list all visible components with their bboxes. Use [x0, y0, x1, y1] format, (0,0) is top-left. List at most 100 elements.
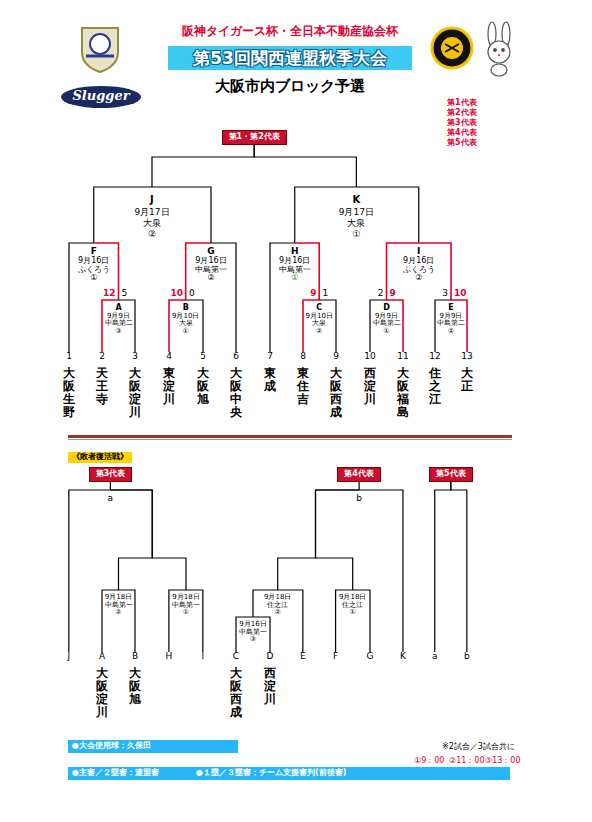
node-text: ①: [78, 274, 110, 283]
node-text: 12: [429, 352, 441, 362]
match-label: G9月16日中島第一②: [195, 243, 227, 283]
node-text: 9月17日: [339, 207, 374, 218]
block-name: 大阪市内ブロック予選: [215, 78, 365, 95]
node-text: 大泉: [134, 218, 169, 229]
node-text: E: [437, 304, 465, 313]
team-entry: 13大正: [461, 352, 473, 393]
node-text: 中島第一: [172, 602, 200, 610]
bracket-letter: a: [108, 490, 114, 504]
note: ※2試合／3試合共に: [442, 742, 515, 751]
node-text: ①: [279, 274, 311, 283]
representative-key: 第2代表: [447, 108, 477, 117]
info-band: ●主審／２塁審：連盟審●１塁／３塁審：チーム支援審判(前後審): [68, 767, 510, 780]
team-entry: 1 大阪生野: [63, 352, 75, 420]
node-text: 9: [330, 352, 342, 362]
node-text: 9月9日: [437, 313, 465, 321]
node-text: B: [129, 652, 141, 662]
node-text: G: [367, 652, 374, 662]
node-text: D: [264, 652, 276, 662]
node-text: ●１塁／３塁審：チーム支援審判(前後審): [196, 769, 346, 778]
node-text: K: [400, 652, 406, 662]
match-label: I9月16日ふくろう②: [403, 243, 435, 283]
node-text: 9月9日: [373, 313, 401, 321]
start-time: ②11：00: [449, 756, 485, 765]
team-name: 東住吉: [297, 367, 309, 407]
tigers-logo: [432, 28, 472, 68]
node-text: ②: [306, 328, 333, 336]
node-text: 《敗者復活戦》: [72, 453, 128, 462]
representative-key: 第4代表: [447, 128, 477, 137]
node-text: 9月16日: [279, 257, 311, 266]
match-label: F9月16日ふくろう①: [78, 243, 110, 283]
node-text: 9月18日: [172, 594, 200, 602]
representative-box: 第5代表: [429, 467, 473, 482]
team-entry: J: [68, 652, 71, 667]
node-text: 中島第二: [105, 320, 133, 328]
match-label: E9月9日中島第二②: [437, 300, 465, 336]
title-band: 第53回関西連盟秋季大会: [168, 46, 412, 70]
node-text: 中島第一: [105, 602, 133, 610]
node-text: ①: [339, 609, 366, 617]
node-text: H: [166, 652, 173, 662]
representative-key: 第3代表: [447, 118, 477, 127]
node-text: ③: [239, 636, 267, 644]
bracket-line: [110, 490, 152, 590]
node-text: J: [134, 194, 169, 207]
team-entry: 9大阪西成: [330, 352, 342, 420]
node-text: ②: [264, 609, 291, 617]
score: 9: [310, 288, 316, 298]
node-text: ②: [437, 328, 465, 336]
logo-text: Slugger: [72, 89, 129, 104]
node-text: ①: [339, 229, 374, 240]
team-name: 住之江: [429, 367, 441, 407]
team-entry: 11大阪福島: [397, 352, 409, 420]
representative-box: 第4代表: [337, 467, 381, 482]
section-badge: 《敗者復活戦》: [68, 452, 132, 463]
node-text: 第1・第2代表: [229, 133, 280, 142]
node-text: ②: [195, 274, 227, 283]
node-text: 大泉: [339, 218, 374, 229]
node-text: 住之江: [339, 602, 366, 610]
node-text: ②: [105, 609, 133, 617]
node-text: 中島第一: [195, 266, 227, 275]
node-text: b: [464, 652, 470, 662]
bracket-line: [110, 490, 186, 590]
team-entry: G: [367, 652, 374, 667]
node-text: ③: [105, 328, 133, 336]
node-text: ふくろう: [78, 266, 110, 275]
bracket-line: [358, 482, 359, 490]
bracket-line: [316, 490, 360, 590]
score: 2: [378, 288, 384, 298]
node-text: ●主審／２塁審：連盟審: [72, 769, 196, 778]
team-name: 大阪生野: [63, 367, 75, 420]
team-entry: 2天王寺: [96, 352, 108, 406]
node-text: 中島第二: [437, 320, 465, 328]
bracket-line: [451, 482, 467, 652]
representative-box: 第1・第2代表: [222, 130, 287, 145]
score: 12: [103, 288, 116, 298]
node-text: H: [279, 247, 311, 257]
node-text: 9月9日: [105, 313, 133, 321]
node-text: 3: [129, 352, 141, 362]
team-entry: a: [432, 652, 438, 667]
node-text: A: [96, 652, 108, 662]
node-text: 9月16日: [78, 257, 110, 266]
node-text: 住之江: [264, 602, 291, 610]
team-name: 大正: [461, 367, 473, 393]
node-text: ●大会使用球：久保田: [72, 742, 151, 751]
node-text: B: [172, 304, 199, 313]
team-name: 大阪淀川: [129, 367, 141, 420]
bracket-line: [110, 482, 111, 490]
node-text: 1: [63, 352, 75, 362]
team-entry: 12 住之江: [429, 352, 441, 406]
info-band: ●大会使用球：久保田: [68, 740, 238, 753]
node-text: 7: [264, 352, 276, 362]
node-text: 中島第二: [373, 320, 401, 328]
node-text: b: [356, 494, 362, 504]
node-text: 9月16日: [195, 257, 227, 266]
team-entry: 4東淀川: [163, 352, 175, 406]
bracket-line: [359, 490, 403, 652]
match-label: K9月17日大泉①: [339, 187, 374, 240]
node-text: I: [202, 652, 205, 662]
score: 10: [170, 288, 183, 298]
